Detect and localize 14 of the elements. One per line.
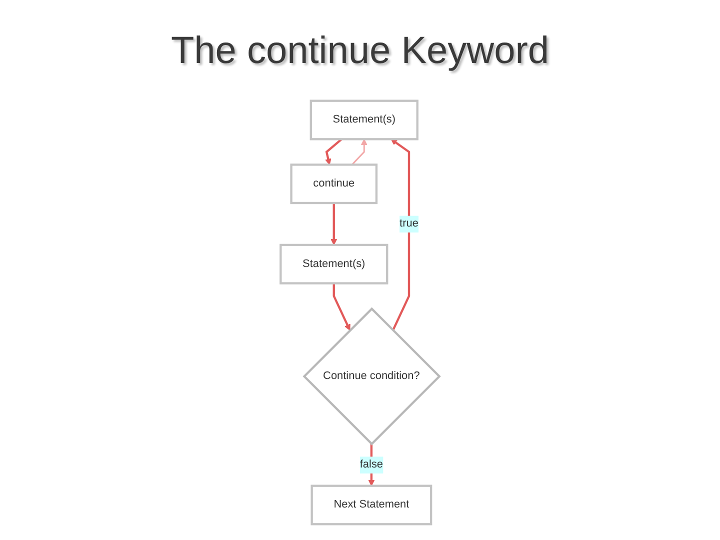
arrow [368,444,375,486]
edge-label: true [400,217,418,230]
arrow [330,203,338,246]
node-box: continue [290,164,378,204]
arrow [352,138,368,166]
node-box: Statement(s) [310,100,418,140]
edge-label: false [360,458,383,471]
node-box: Statement(s) [280,244,388,284]
arrow [325,138,342,165]
arrow [332,283,350,331]
node-diamond: Continue condition? [302,307,441,446]
slide-title: The continue Keyword [170,30,550,73]
node-box: Next Statement [310,484,432,526]
arrow [390,138,410,331]
